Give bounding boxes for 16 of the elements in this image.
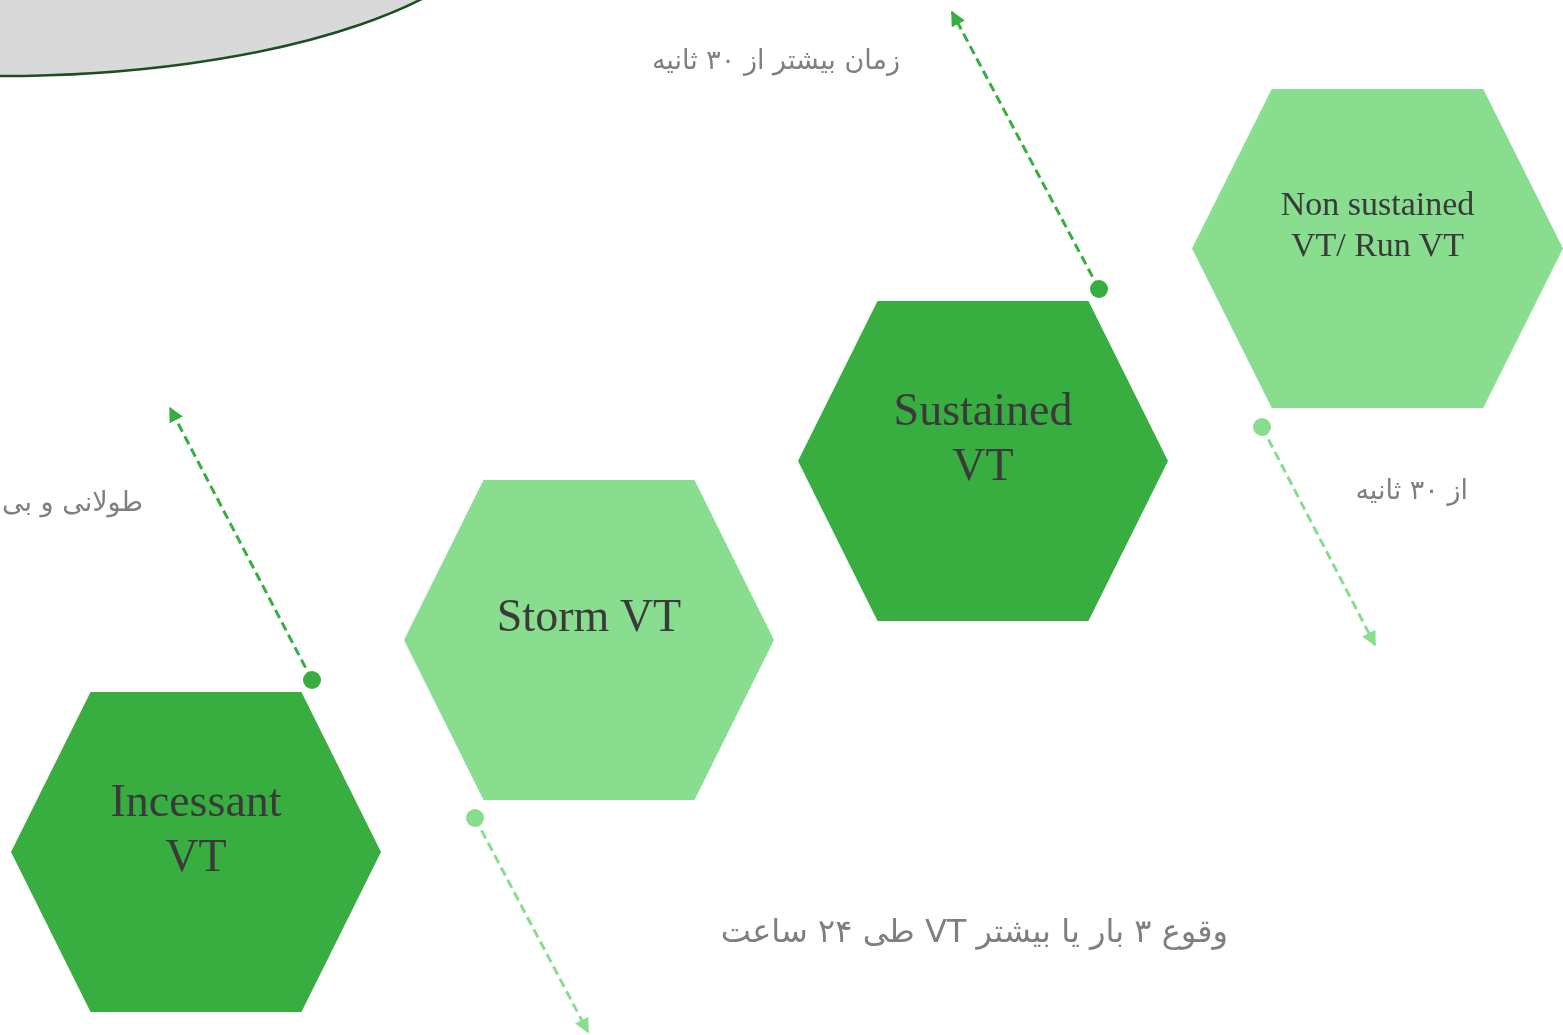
hexagon-shape xyxy=(1192,89,1563,408)
hexagon-shape xyxy=(404,480,774,800)
leader-line xyxy=(466,809,590,1034)
hexagon-label: Storm VT xyxy=(496,589,682,644)
annotation-text: وقوع ۳ بار یا بیشتر VT طی ۲۴ ساعت xyxy=(720,912,1228,950)
hexagon-label: Incessant VT xyxy=(109,773,283,883)
leader-line xyxy=(168,406,321,689)
hexagon-label: Non sustained VT/ Run VT xyxy=(1279,183,1476,265)
annotation-text: طولانی و بی xyxy=(1,486,143,517)
leader-line xyxy=(1253,418,1377,647)
annotation-text: زمان بیشتر از ۳۰ ثانیه xyxy=(651,44,900,75)
hexagon-shape xyxy=(11,692,381,1012)
leader-line xyxy=(950,10,1108,298)
hexagon-label: Sustained VT xyxy=(892,382,1074,492)
hexagon-shape xyxy=(798,301,1168,621)
annotation-text: از ۳۰ ثانیه xyxy=(1355,474,1468,505)
